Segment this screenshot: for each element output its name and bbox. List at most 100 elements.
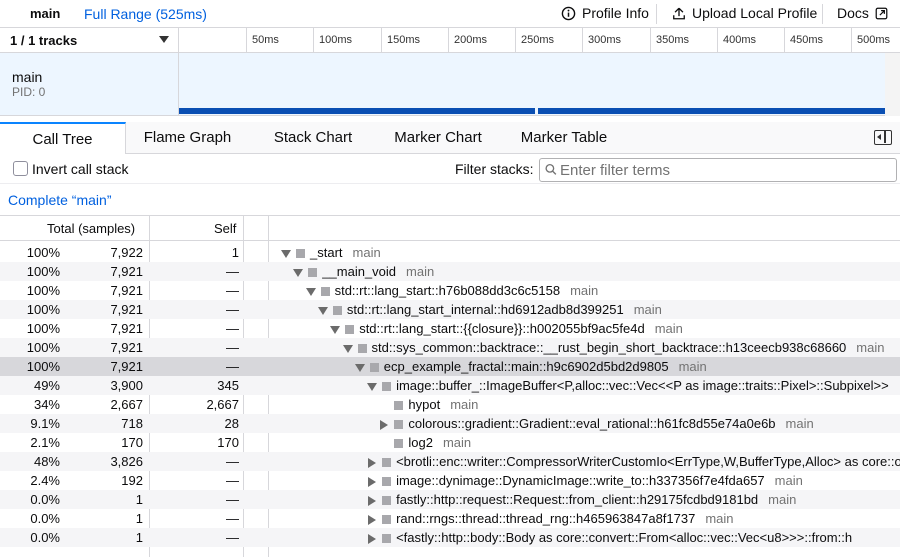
call-tree-row[interactable]: 100%7,921—std::rt::lang_start::{{closure… — [0, 319, 900, 338]
timeline-tick-label: 450ms — [790, 34, 824, 46]
call-tree-row[interactable]: 100%7,921—std::sys_common::backtrace::__… — [0, 338, 900, 357]
function-name: colorous::gradient::Gradient::eval_ratio… — [408, 416, 776, 431]
tab-marker-chart[interactable]: Marker Chart — [394, 129, 482, 146]
toolbar-divider — [822, 4, 823, 24]
expanded-twisty-icon[interactable] — [354, 363, 365, 372]
track-count-button[interactable]: 1 / 1 tracks — [10, 33, 78, 48]
profile-info-button[interactable]: Profile Info — [561, 5, 649, 21]
timeline-tick — [650, 28, 651, 53]
collapsed-twisty-icon[interactable] — [368, 514, 377, 525]
filter-stacks-input[interactable] — [560, 161, 890, 179]
row-function: std::rt::lang_start_internal::hd6912adb8… — [317, 302, 662, 317]
expanded-twisty-icon[interactable] — [293, 268, 304, 277]
collapsed-twisty-icon[interactable] — [368, 457, 377, 468]
library-name: main — [406, 264, 435, 279]
invert-call-stack-checkbox[interactable] — [13, 161, 28, 176]
timeline-tick-label: 250ms — [521, 34, 555, 46]
row-self-samples: — — [226, 492, 239, 507]
row-function: image::buffer_::ImageBuffer<P,alloc::vec… — [367, 378, 889, 393]
upload-profile-button[interactable]: Upload Local Profile — [672, 5, 817, 21]
call-tree-row[interactable]: 48%3,826—<brotli::enc::writer::Compresso… — [0, 452, 900, 471]
category-swatch-icon — [369, 363, 379, 373]
docs-button[interactable]: Docs — [837, 5, 888, 21]
expanded-twisty-icon[interactable] — [330, 325, 341, 334]
toolbar-divider — [656, 4, 657, 24]
expanded-twisty-icon[interactable] — [305, 287, 316, 296]
timeline-tick-label: 500ms — [857, 34, 891, 46]
row-function: fastly::http::request::Request::from_cli… — [367, 492, 796, 507]
track-name: main — [12, 69, 43, 85]
row-total-percent: 34% — [33, 397, 60, 412]
profile-root-breadcrumb[interactable]: main — [30, 6, 61, 21]
category-swatch-icon — [345, 325, 355, 335]
call-tree-row[interactable]: 100%7,921—ecp_example_fractal::main::h9c… — [0, 357, 900, 376]
row-total-percent: 100% — [26, 359, 60, 374]
category-swatch-icon — [382, 477, 392, 487]
row-self-samples: — — [226, 511, 239, 526]
row-function: std::rt::lang_start::{{closure}}::h00205… — [330, 321, 683, 336]
chevron-down-icon[interactable] — [159, 36, 169, 43]
expanded-twisty-icon[interactable] — [281, 249, 291, 258]
activity-graph[interactable] — [538, 108, 885, 114]
call-tree-row[interactable]: 0.0%1—rand::rngs::thread::thread_rng::h4… — [0, 509, 900, 528]
range-breadcrumb[interactable]: Full Range (525ms) — [84, 6, 207, 22]
row-total-samples: 7,921 — [110, 359, 143, 374]
library-name: main — [654, 321, 683, 336]
sidebar-toggle-icon[interactable] — [874, 130, 892, 145]
activity-graph[interactable] — [179, 108, 535, 114]
row-self-samples: — — [226, 283, 239, 298]
expanded-twisty-icon[interactable] — [317, 306, 328, 315]
call-tree-row[interactable]: 0.0%1—<fastly::http::body::Body as core:… — [0, 528, 900, 547]
timeline-tick-label: 200ms — [454, 34, 488, 46]
timeline-tick-label: 400ms — [723, 34, 757, 46]
row-total-percent: 2.1% — [30, 435, 60, 450]
timeline-tick — [851, 28, 852, 53]
expanded-twisty-icon[interactable] — [367, 382, 378, 391]
category-swatch-icon — [382, 496, 392, 506]
scrollbar[interactable] — [885, 53, 900, 116]
library-name: main — [856, 340, 885, 355]
library-name: main — [442, 435, 472, 450]
row-self-samples: — — [226, 302, 239, 317]
call-tree-row[interactable]: 2.4%192—image::dynimage::DynamicImage::w… — [0, 471, 900, 490]
tab-stack-chart[interactable]: Stack Chart — [273, 129, 353, 146]
collapsed-twisty-icon[interactable] — [380, 419, 389, 430]
row-total-percent: 48% — [33, 454, 60, 469]
breadcrumb-complete-main[interactable]: Complete “main” — [8, 192, 112, 208]
row-total-samples: 2,667 — [110, 397, 143, 412]
info-icon — [561, 6, 576, 20]
function-name: std::rt::lang_start::{{closure}}::h00205… — [359, 321, 645, 336]
category-swatch-icon — [357, 344, 367, 354]
profile-info-label: Profile Info — [582, 5, 649, 21]
function-name: std::sys_common::backtrace::__rust_begin… — [371, 340, 847, 355]
tab-flame-graph[interactable]: Flame Graph — [143, 129, 232, 146]
thread-track-main[interactable]: main PID: 0 — [0, 53, 885, 116]
tab-marker-table[interactable]: Marker Table — [520, 129, 608, 146]
row-total-percent: 49% — [33, 378, 60, 393]
call-tree-row[interactable]: 100%7,921—std::rt::lang_start::h76b088dd… — [0, 281, 900, 300]
timeline-tick-label: 50ms — [252, 34, 279, 46]
timeline-tick-label: 100ms — [319, 34, 353, 46]
call-tree-row[interactable]: 100%7,921—std::rt::lang_start_internal::… — [0, 300, 900, 319]
divider — [178, 28, 179, 53]
function-name: hypot — [408, 397, 441, 412]
tab-call-tree[interactable]: Call Tree — [0, 122, 126, 155]
category-swatch-icon — [296, 249, 305, 259]
invert-call-stack-label[interactable]: Invert call stack — [32, 161, 129, 177]
collapsed-twisty-icon[interactable] — [368, 533, 377, 544]
filter-stacks-box[interactable] — [539, 158, 897, 182]
call-tree-row[interactable]: 0.0%1—fastly::http::request::Request::fr… — [0, 490, 900, 509]
collapsed-twisty-icon[interactable] — [368, 495, 377, 506]
collapsed-twisty-icon[interactable] — [368, 476, 377, 487]
docs-label: Docs — [837, 5, 869, 21]
expanded-twisty-icon[interactable] — [342, 344, 353, 353]
